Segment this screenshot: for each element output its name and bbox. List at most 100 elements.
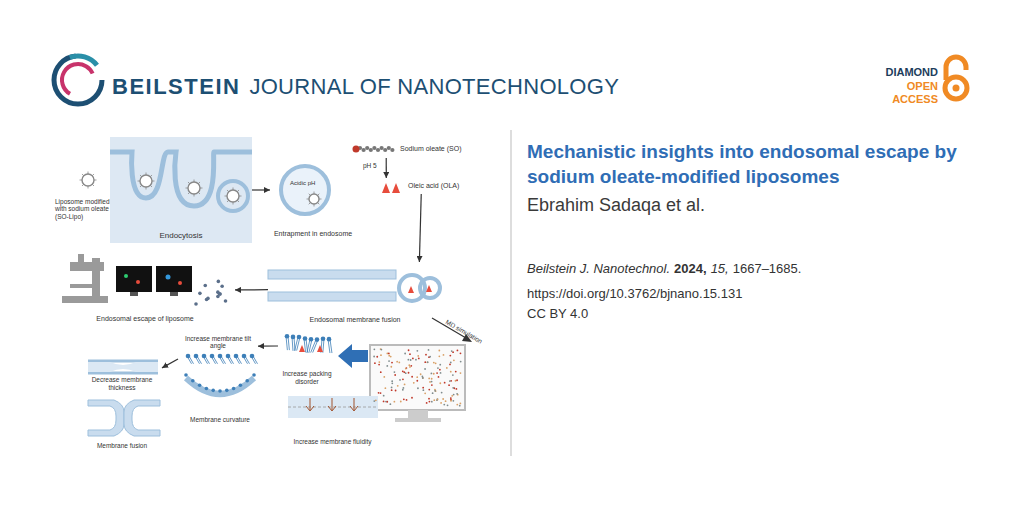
simulation-box [406, 399, 408, 401]
thin-membrane [88, 361, 158, 373]
simulation-box [460, 352, 462, 354]
md-arrow [432, 318, 466, 338]
simulation-box [391, 380, 393, 382]
simulation-box [378, 361, 380, 363]
simulation-box [439, 369, 441, 371]
simulation-box [432, 392, 434, 394]
simulation-box [428, 389, 430, 391]
thin-membrane [88, 362, 158, 372]
simulation-box [373, 348, 461, 406]
fused-membranes [124, 400, 160, 436]
simulation-box [391, 362, 393, 364]
author-line: Ebrahim Sadaqa et al. [527, 195, 705, 217]
simulation-box [448, 384, 450, 386]
thin-membrane [88, 361, 158, 373]
endocytosis-panel [110, 152, 252, 206]
citation: Beilstein J. Nanotechnol. [527, 261, 670, 277]
liposome [225, 188, 242, 205]
simulation-box [456, 404, 458, 406]
simulation-box [411, 376, 413, 378]
curvature-lipids [218, 389, 222, 393]
tilted-lipids [210, 354, 215, 359]
microscope [78, 254, 84, 264]
figure-label: Acidic pH [290, 180, 315, 187]
simulation-box [427, 361, 429, 363]
article-title: Mechanistic insights into endosomal esca… [527, 140, 987, 189]
simulation-box [402, 370, 404, 372]
simulation-box [380, 371, 382, 373]
simulation-box [460, 361, 462, 363]
simulation-box [456, 379, 458, 381]
simulation-box [428, 398, 430, 400]
flow-arrow [252, 189, 270, 190]
stage-label: Entrapment in endosome [270, 230, 356, 238]
endosome [281, 166, 329, 214]
simulation-box [429, 381, 431, 383]
stage-box: Increase packing disorder [278, 328, 336, 386]
simulation-box [378, 364, 380, 366]
curvature-lipids [184, 373, 256, 393]
simulation-box [399, 379, 401, 381]
liposome [307, 192, 322, 207]
released-dots [216, 290, 220, 294]
simulation-box [424, 368, 426, 370]
simulation-box [386, 401, 388, 403]
simulation-box [415, 359, 417, 361]
oleic-acid-triangles [382, 183, 400, 193]
stage-label: Endosomal membrane fusion [268, 316, 442, 324]
simulation-box [437, 398, 439, 400]
simulation-box [396, 361, 398, 363]
simulation-box [453, 394, 455, 396]
stage-box: Increase membrane tilt angle [178, 334, 258, 366]
simulation-box [376, 356, 378, 358]
released-dots [203, 284, 207, 288]
liposome [140, 175, 152, 187]
tilted-lipids [194, 354, 199, 359]
microscope [70, 262, 104, 271]
simulation-box [383, 400, 385, 402]
simulation-box [429, 356, 431, 358]
simulation-box [411, 397, 413, 399]
disordered-lipids [317, 345, 323, 352]
simulation-box [431, 378, 433, 380]
thick-arrow [338, 344, 368, 368]
simulation-box [440, 402, 442, 404]
journal-logo [47, 49, 109, 111]
fusing-membrane [268, 270, 396, 279]
simulation-box [436, 372, 438, 374]
curvature-lipids [239, 383, 243, 387]
image-monitors [130, 292, 138, 296]
curvature-lipids [191, 379, 195, 383]
simulation-box [424, 392, 426, 394]
flow-arrow [235, 289, 268, 290]
disordered-lipids [291, 335, 296, 340]
endocytosis-panel [218, 181, 248, 211]
sodium-oleate-molecule [383, 148, 387, 152]
simulation-box [373, 400, 375, 402]
flow-arrow [258, 345, 278, 346]
simulation-box [425, 354, 427, 356]
simulation-box [440, 372, 442, 374]
curvature-lipids [211, 389, 215, 393]
simulation-box [384, 387, 386, 389]
simulation-box [391, 387, 393, 389]
simulation-box [388, 353, 390, 355]
liposome [82, 174, 94, 186]
fusing-membrane [426, 285, 432, 292]
simulation-box [426, 402, 428, 404]
simulation-box [445, 400, 447, 402]
tilted-lipids [218, 354, 223, 359]
liposome [188, 182, 200, 194]
stage-box: Decrease membrane thickness [82, 356, 162, 392]
computer-monitor [395, 418, 441, 422]
simulation-box [404, 353, 406, 355]
simulation-box [403, 398, 405, 400]
journal-logo [47, 49, 109, 111]
fused-membranes [88, 400, 124, 436]
simulation-box [417, 387, 419, 389]
curved-membrane [186, 378, 254, 394]
citation: 15, [711, 261, 729, 277]
stage-box: Sodium oleate (SO) [352, 140, 470, 158]
image-monitors [156, 266, 192, 292]
